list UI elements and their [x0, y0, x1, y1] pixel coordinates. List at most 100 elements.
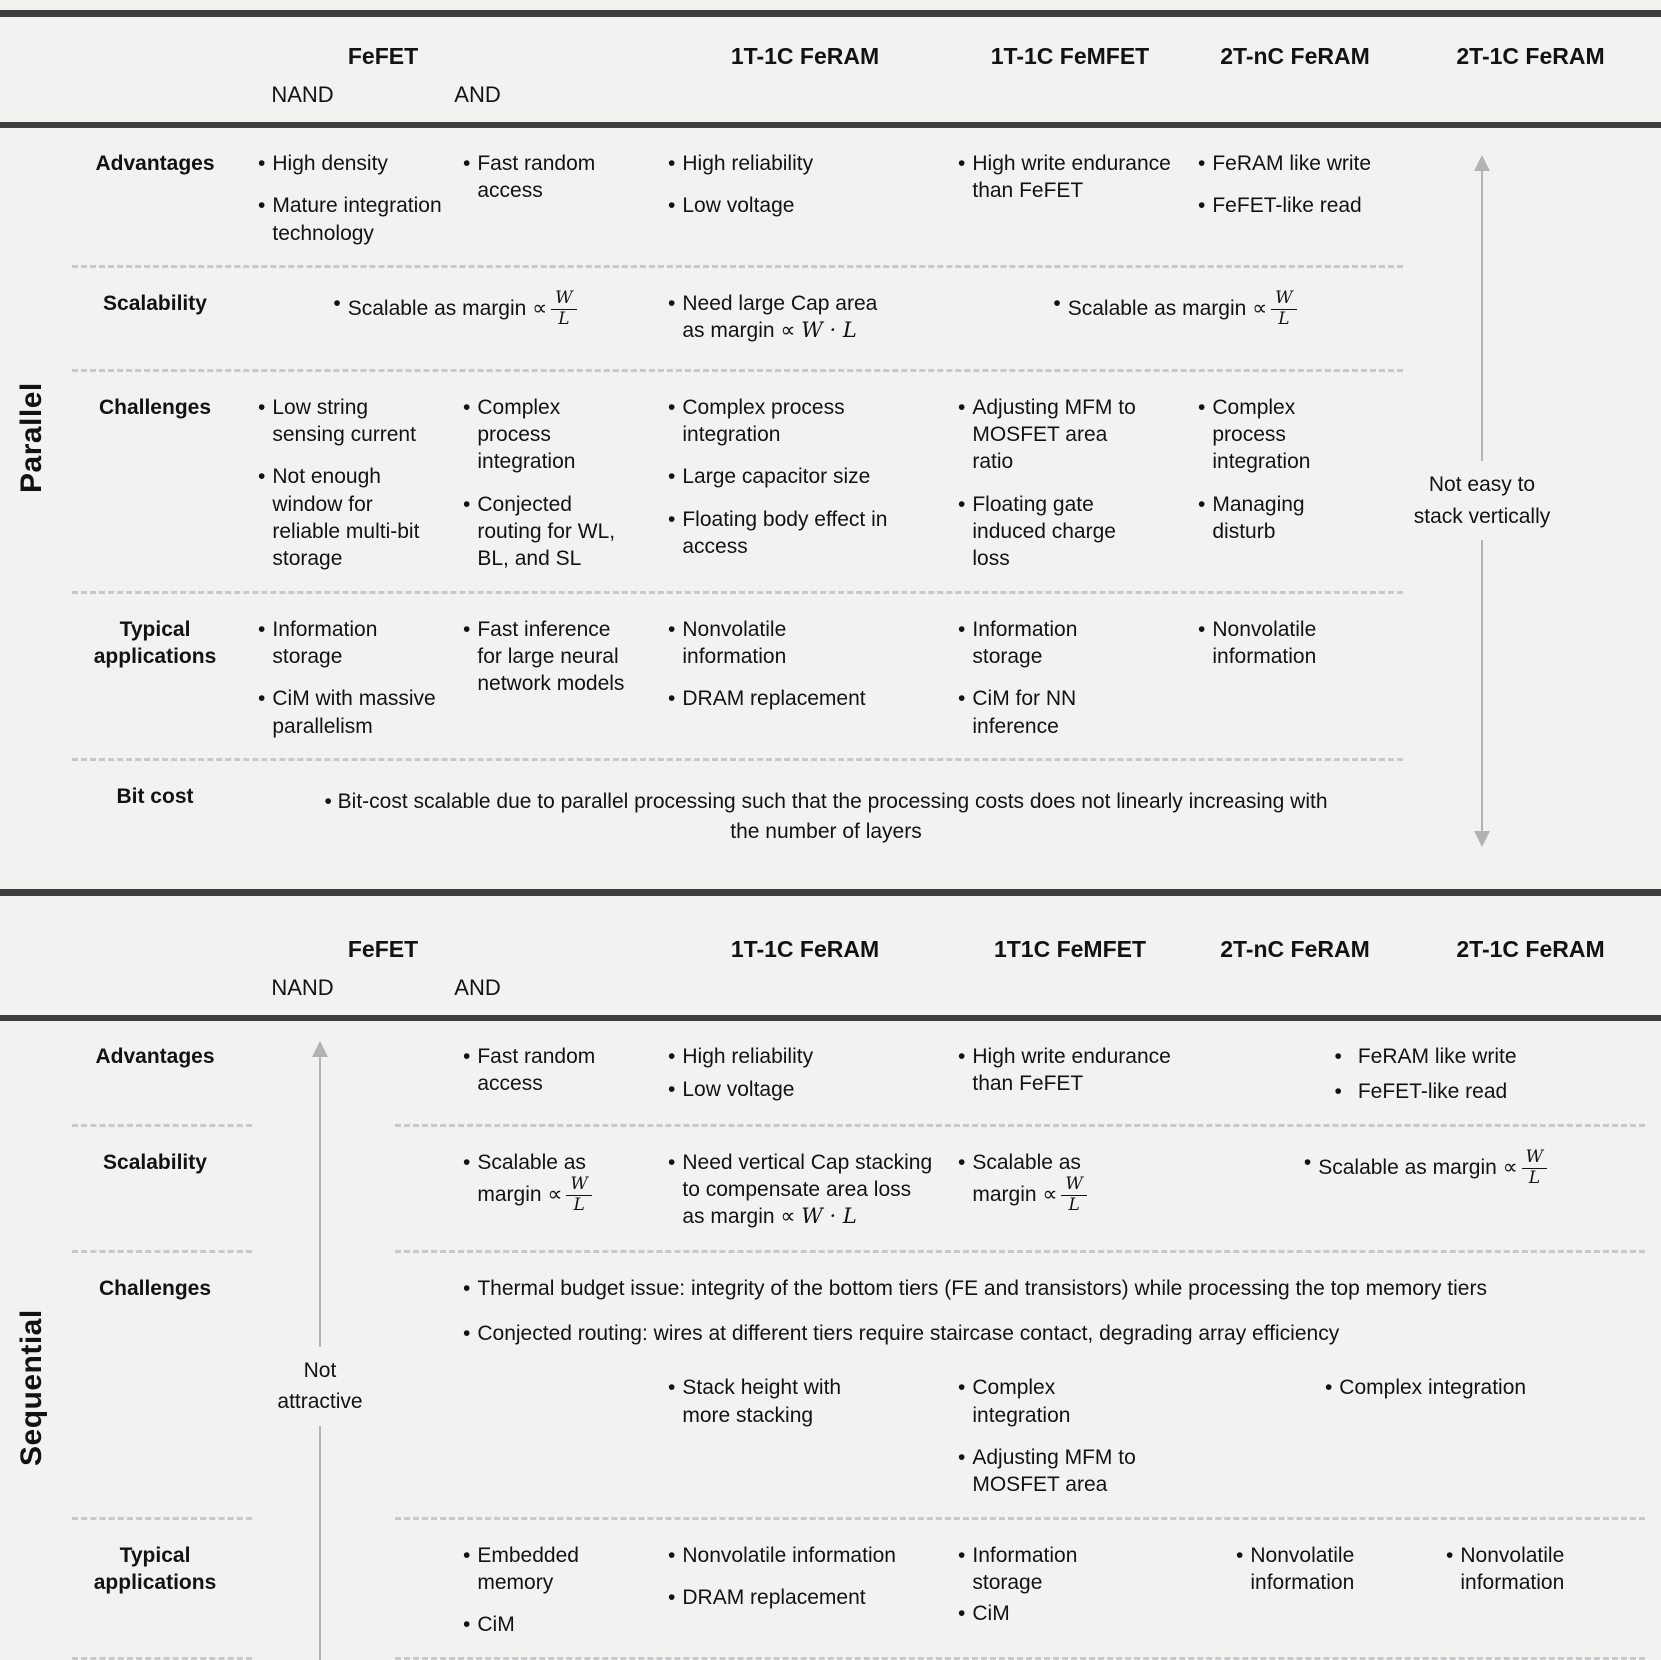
list-item: •High reliability	[668, 150, 944, 177]
bullet-dot: •	[668, 152, 676, 175]
list-item: •Conjected routing: wires at different t…	[463, 1320, 1641, 1347]
list-item: •Thermal budget issue: integrity of the …	[463, 1275, 1641, 1302]
bullet-dot: •	[463, 1276, 471, 1300]
bullet-dot: •	[258, 687, 266, 711]
list-item: •Information storage	[258, 616, 449, 671]
bullet-dot: •	[668, 194, 676, 218]
column-header-2t1c-feram: 2T-1C FeRAM	[1456, 935, 1605, 962]
list-item: •Nonvolatile information	[668, 616, 944, 671]
bullet-dot: •	[958, 152, 966, 175]
bullet-dot: •	[668, 507, 676, 531]
cell-challenges-shared: •Thermal budget issue: integrity of the …	[455, 1253, 1661, 1369]
column-header-fefet: FeFET	[347, 43, 419, 69]
bullet-dot: •	[1198, 492, 1206, 516]
cell-challenges-nand: •Low string sensing current •Not enough …	[250, 372, 455, 594]
row-separator	[72, 264, 1403, 268]
bullet-dot: •	[258, 152, 266, 175]
list-item: •High density	[258, 150, 449, 177]
list-item: •Managing disturb	[1198, 491, 1394, 546]
row-label-advantages: Advantages	[95, 1044, 215, 1068]
parallel-header: FeFET 1T-1C FeRAM 1T-1C FeMFET 2T-nC FeR…	[0, 17, 1661, 122]
bullet-dot: •	[258, 465, 266, 489]
cell-challenges-femfet: •Complex integration •Adjusting MFM to M…	[950, 1368, 1190, 1519]
section-divider-rule	[0, 888, 1661, 896]
bullet-dot: •	[668, 1044, 676, 1068]
bullet-dot: •	[463, 1150, 471, 1174]
list-item: •High write endurance than FeFET	[958, 150, 1184, 205]
bullet-dot: •	[668, 465, 676, 489]
arrowhead-up-icon	[1474, 155, 1490, 171]
column-header-1t1c-feram: 1T-1C FeRAM	[730, 43, 880, 69]
bullet-dot: •	[958, 1044, 966, 1068]
cell-challenges-feram: •Stack height with more stacking	[660, 1368, 950, 1519]
bullet-dot: •	[463, 1543, 471, 1567]
bullet-dot: •	[1053, 291, 1061, 315]
bullet-dot: •	[258, 194, 266, 218]
row-label-scalability: Scalability	[103, 291, 207, 315]
cell-challenges-2tnc-2t1c: •Complex integration	[1190, 1368, 1661, 1519]
list-item: •Low voltage	[668, 1076, 944, 1103]
bullet-dot: •	[668, 687, 676, 711]
row-label-challenges: Challenges	[98, 395, 212, 419]
bullet-dot: •	[1334, 1044, 1342, 1068]
bullet-dot: •	[1334, 1080, 1342, 1104]
list-item: •Complex process integration	[1198, 394, 1394, 476]
list-item: •Complex process integration	[668, 394, 944, 449]
bullet-dot: •	[958, 1543, 966, 1567]
row-label-advantages: Advantages	[95, 152, 215, 175]
bullet-dot: •	[1198, 617, 1206, 641]
bullet-dot: •	[258, 617, 266, 641]
list-item: •DRAM replacement	[668, 685, 944, 712]
bullet-dot: •	[463, 1613, 471, 1637]
list-item: •Complex process integration	[463, 394, 654, 476]
top-rule	[0, 10, 1661, 17]
row-label-applications: Typical applications	[93, 1543, 217, 1594]
bullet-dot: •	[1324, 1376, 1333, 1400]
sequential-body: Advantages •Fast random access •High rel…	[0, 1021, 1661, 1660]
row-separator	[72, 757, 1403, 761]
arrow-line	[319, 1056, 321, 1347]
list-item: •Information storage	[958, 616, 1184, 671]
list-item: •FeRAM like write	[1334, 1043, 1516, 1070]
cell-applications-2tnc: •Nonvolatile information	[1190, 1520, 1400, 1660]
bullet-dot: •	[668, 617, 676, 641]
list-item: •Conjected routing for WL, BL, and SL	[463, 491, 654, 573]
bullet-dot: •	[324, 789, 332, 813]
cell-applications-femfet: •Information storage •CiM for NN inferen…	[950, 594, 1190, 761]
row-separator-right	[395, 1123, 1645, 1127]
list-item: •Fast random access	[463, 150, 654, 205]
bullet-dot: •	[1303, 1150, 1312, 1174]
bullet-dot: •	[958, 395, 966, 419]
column-header-1t1c-femfet: 1T1C FeMFET	[993, 935, 1147, 962]
bullet-dot: •	[463, 152, 471, 175]
row-separator-right	[395, 1249, 1645, 1253]
cell-advantages-2tnc-2t1c: •FeRAM like write •FeFET-like read	[1190, 1021, 1661, 1127]
bullet-dot: •	[1446, 1543, 1454, 1567]
cell-challenges-femfet: •Adjusting MFM to MOSFET area ratio •Flo…	[950, 372, 1190, 594]
cell-challenges-2tnc: •Complex process integration •Managing d…	[1190, 372, 1400, 594]
cell-advantages-femfet: •High write endurance than FeFET	[950, 1021, 1190, 1127]
sequential-header-rule	[0, 1014, 1661, 1021]
sequential-row-advantages: Advantages •Fast random access •High rel…	[0, 1021, 1661, 1127]
cell-advantages-feram: •High reliability •Low voltage	[660, 128, 950, 268]
cell-applications-2t1c: •Nonvolatile information	[1400, 1520, 1661, 1660]
cell-advantages-and: •Fast random access	[455, 1021, 660, 1127]
bullet-dot: •	[463, 492, 471, 516]
list-item: •CiM	[958, 1600, 1184, 1627]
parallel-row-challenges: Challenges •Low string sensing current •…	[0, 372, 1661, 594]
cell-applications-feram: •Nonvolatile information •DRAM replaceme…	[660, 594, 950, 761]
column-header-2tnc-feram: 2T-nC FeRAM	[1220, 43, 1370, 69]
bullet-dot: •	[668, 291, 676, 315]
list-item: •Embedded memory	[463, 1542, 654, 1597]
cell-applications-nand: •Information storage •CiM with massive p…	[250, 594, 455, 761]
